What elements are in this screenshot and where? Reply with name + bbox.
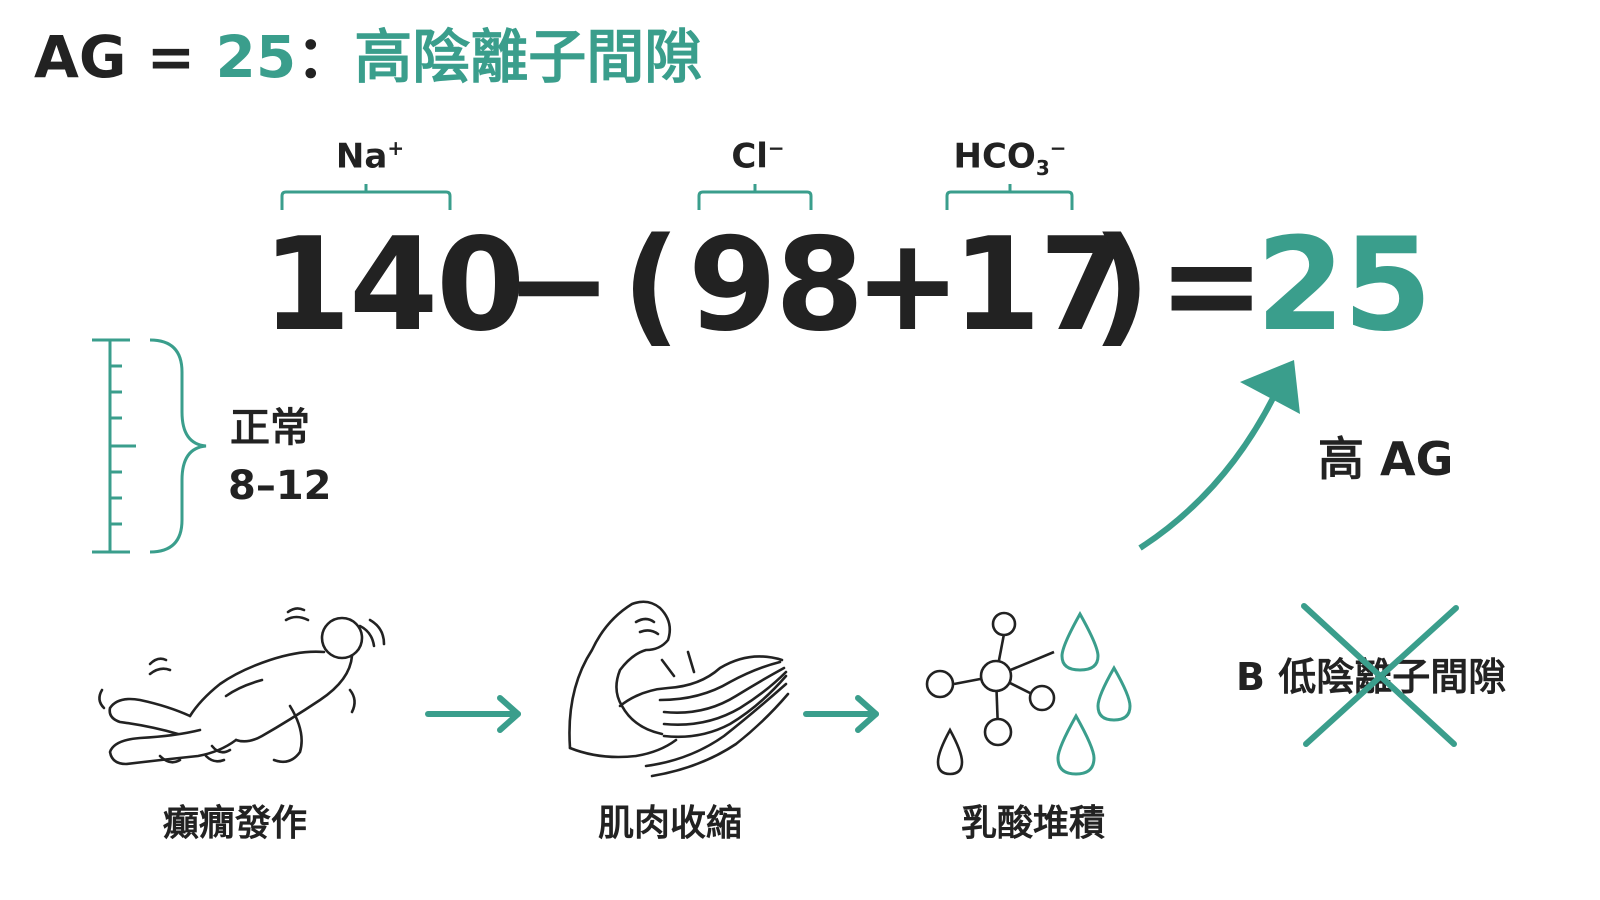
- normal-range-value: 8–12: [228, 463, 332, 509]
- seizure-person-icon: [98, 607, 386, 766]
- bracket-sodium: [280, 184, 452, 210]
- flow-arrow-1-icon: [425, 695, 521, 733]
- normal-range-brace: [149, 338, 207, 554]
- molecule-drops-icon: [925, 610, 1132, 776]
- bracket-bicarbonate: [945, 184, 1074, 210]
- equation-minus: −: [505, 211, 612, 360]
- ion-label-sodium: Na+: [335, 136, 405, 177]
- equation-bicarbonate-value: 17: [952, 211, 1128, 360]
- page-title: AG = 25：高陰離子間隙: [34, 28, 702, 86]
- ion-label-bicarbonate: HCO3−: [953, 136, 1067, 181]
- title-separator: ：: [296, 23, 355, 91]
- title-lhs: AG =: [34, 23, 216, 91]
- flow-arrow-2-icon: [803, 695, 879, 733]
- equation-result: 25: [1256, 211, 1432, 360]
- equation-equals: =: [1158, 211, 1265, 360]
- ion-brackets: [280, 184, 1074, 210]
- title-value: 25: [215, 23, 297, 91]
- increase-arrow-icon: [1138, 360, 1300, 551]
- equation-sodium-value: 140: [262, 211, 525, 360]
- title-description: 高陰離子間隙: [354, 23, 703, 91]
- caption-lactic-acid: 乳酸堆積: [960, 803, 1105, 844]
- ruler-scale-icon: [92, 338, 136, 554]
- ion-label-chloride: Cl−: [731, 136, 785, 177]
- equation-left-paren: (: [622, 211, 680, 360]
- normal-range-label: 正常: [230, 405, 310, 451]
- equation-chloride-value: 98: [688, 211, 864, 360]
- high-ag-label: 高 AG: [1318, 432, 1454, 486]
- equation-right-paren: ): [1092, 211, 1150, 360]
- caption-muscle-contraction: 肌肉收縮: [597, 803, 742, 844]
- cross-out-icon: [1301, 603, 1459, 747]
- caption-seizure: 癲癇發作: [162, 803, 307, 844]
- flexed-muscle-icon: [568, 600, 790, 778]
- equation-plus: +: [854, 211, 961, 360]
- bracket-chloride: [697, 184, 813, 210]
